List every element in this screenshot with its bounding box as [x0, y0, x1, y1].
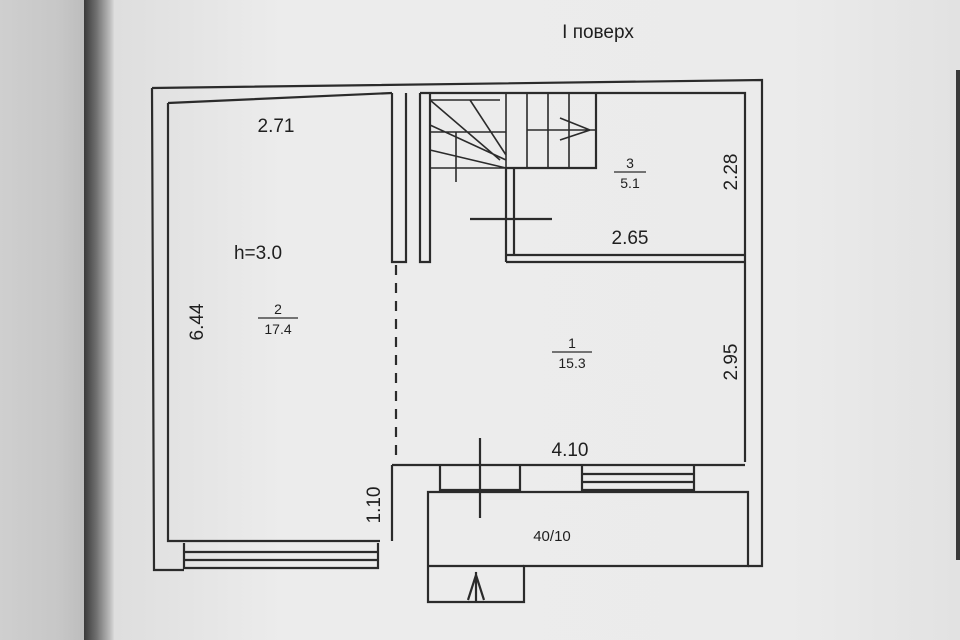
room3-wall-top: [420, 91, 747, 462]
paper-sheet: [114, 0, 960, 640]
room3-wall-mid: [506, 93, 598, 170]
plan-walls: [150, 78, 764, 604]
partition-room2-left: [390, 93, 408, 264]
room2-number: 2: [274, 301, 282, 317]
room2-width-label: 2.71: [258, 116, 295, 137]
room3-height-label: 2.28: [721, 154, 742, 191]
window-lower-right: [580, 465, 696, 492]
porch-label: 40/10: [533, 528, 571, 545]
floor-title: І поверх: [562, 22, 634, 43]
room3-tag: 3 5.1: [614, 155, 646, 191]
room1-width-label: 4.10: [552, 440, 589, 461]
stair-wall: [418, 93, 432, 264]
room3-area: 5.1: [620, 175, 640, 191]
window-bottom-left: [182, 543, 380, 570]
room2-area: 17.4: [264, 321, 291, 337]
paper-edge: [956, 70, 960, 560]
height-label: h=3.0: [234, 243, 282, 264]
porch-arrow: [466, 571, 486, 602]
outer-wall-inner-line: [166, 91, 393, 543]
room2-length-label: 6.44: [187, 303, 208, 340]
room3-wall-left: [504, 168, 516, 262]
room3-number: 3: [626, 155, 634, 171]
room2-tag: 2 17.4: [258, 301, 298, 337]
room3-width-label: 2.65: [612, 228, 649, 249]
room1-area: 15.3: [558, 355, 585, 371]
outer-wall: [150, 78, 764, 572]
room1-tag: 1 15.3: [552, 335, 592, 371]
room1-height-label: 2.95: [721, 344, 742, 381]
room1-number: 1: [568, 335, 576, 351]
background-surface: [0, 0, 84, 640]
room3-wall-bottom: [506, 253, 745, 264]
stair-treads: [429, 93, 596, 182]
binding-shadow: [84, 0, 114, 640]
entry-length-label: 1.10: [364, 487, 385, 524]
